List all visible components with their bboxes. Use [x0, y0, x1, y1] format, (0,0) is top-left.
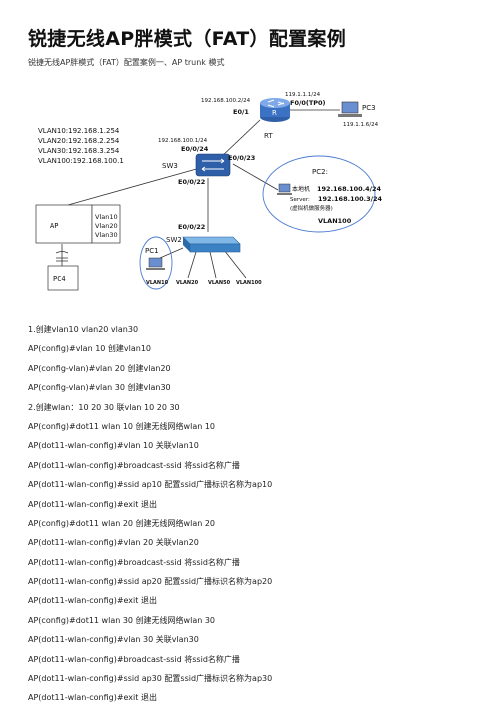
config-line: 1.创建vlan10 vlan20 vlan30	[28, 325, 139, 334]
config-line: AP(config)#dot11 wlan 10 创建无线网络wlan 10	[28, 421, 216, 431]
pc2-label: PC2:	[312, 168, 328, 176]
config-line: AP(dot11-wlan-config)#broadcast-ssid 将ss…	[28, 460, 240, 470]
link-sw3-router	[219, 119, 261, 159]
sw2-port-label: VLAN50	[208, 280, 231, 286]
network-topology-diagram: R RT 192.168.100.2/24 E0/1 119.1.1.1/24 …	[35, 92, 383, 291]
link-sw2-vlan50	[209, 251, 217, 279]
pc2-highlight-circle	[262, 155, 376, 233]
vlan-address-line: VLAN10:192.168.1.254	[38, 127, 120, 135]
document-subtitle: 锐捷无线AP胖模式（FAT）配置案例一、AP trunk 模式	[28, 58, 225, 67]
document-title: 锐捷无线AP胖模式（FAT）配置案例	[28, 28, 347, 50]
ap-vlan-box	[91, 204, 121, 244]
config-line: AP(dot11-wlan-config)#broadcast-ssid 将ss…	[28, 557, 240, 567]
pc4-device-box[interactable]	[47, 265, 79, 291]
router-lan-ip: 192.168.100.2/24	[201, 98, 251, 104]
link-sw2-pc1	[159, 247, 184, 259]
router-label: R	[272, 109, 277, 117]
config-line: AP(config)#dot11 wlan 30 创建无线网络wlan 30	[28, 615, 216, 625]
router-name: RT	[264, 132, 273, 140]
pc2-server-note: (虚拟机做服务器)	[290, 204, 333, 212]
config-line: AP(dot11-wlan-config)#ssid ap30 配置ssid广播…	[28, 674, 273, 684]
vlan-address-line: VLAN30:192.168.3.254	[38, 147, 120, 155]
sw2-port-label: VLAN10	[146, 280, 169, 286]
router-wan-ip: 119.1.1.1/24	[285, 92, 321, 98]
config-steps: 1.创建vlan10 vlan20 vlan30 AP(config)#vlan…	[28, 320, 488, 708]
sw3-uplink-ip: 192.168.100.1/24	[158, 138, 208, 144]
config-line: AP(dot11-wlan-config)#ssid ap10 配置ssid广播…	[28, 480, 273, 490]
config-line: AP(dot11-wlan-config)#ssid ap20 配置ssid广播…	[28, 577, 273, 587]
sw3-e022-port: E0/0/22	[178, 178, 205, 186]
pc2-local-label: 本地机	[292, 185, 310, 193]
sw2-port-label: VLAN20	[176, 280, 199, 286]
link-sw3-pc2	[232, 163, 279, 191]
pc1-computer-icon[interactable]	[146, 257, 165, 270]
config-line: AP(config)#dot11 wlan 20 创建无线网络wlan 20	[28, 518, 216, 528]
config-line: AP(dot11-wlan-config)#vlan 30 关联vlan30	[28, 635, 199, 645]
pc4-label: PC4	[53, 275, 66, 283]
sw3-label: SW3	[162, 162, 178, 170]
config-line: AP(config-vlan)#vlan 30 创建vlan30	[28, 383, 171, 393]
pc3-computer-icon[interactable]	[338, 101, 362, 117]
pc2-computer-icon[interactable]	[277, 183, 292, 195]
vlan-address-line: VLAN100:192.168.100.1	[38, 157, 124, 165]
sw3-switch-icon[interactable]	[195, 153, 231, 177]
vlan-address-list: VLAN10:192.168.1.254 VLAN20:192.168.2.25…	[38, 127, 124, 165]
wireless-signal-icon	[55, 251, 69, 262]
router-icon[interactable]	[260, 98, 290, 122]
pc1-label: PC1	[145, 247, 159, 255]
config-line: AP(dot11-wlan-config)#vlan 10 关联vlan10	[28, 441, 199, 451]
router-e01-port: E0/1	[233, 108, 249, 116]
config-line: AP(dot11-wlan-config)#vlan 20 关联vlan20	[28, 538, 199, 548]
sw2-switch-icon[interactable]	[182, 236, 241, 253]
config-line: AP(dot11-wlan-config)#exit 退出	[28, 499, 157, 509]
link-sw3-ap	[67, 167, 201, 206]
config-line: AP(config-vlan)#vlan 20 创建vlan20	[28, 363, 171, 373]
vlan-address-line: VLAN20:192.168.2.254	[38, 137, 120, 145]
config-line: AP(dot11-wlan-config)#exit 退出	[28, 693, 157, 703]
ap-vlan-item: Vlan10	[95, 213, 118, 221]
config-line: AP(dot11-wlan-config)#exit 退出	[28, 596, 157, 606]
config-line: AP(config)#vlan 10 创建vlan10	[28, 344, 152, 354]
sw2-label: SW2	[166, 236, 182, 244]
config-line: 2.创建wlan：10 20 30 联vlan 10 20 30	[28, 402, 180, 412]
pc2-server-label: Server:	[290, 197, 310, 203]
pc2-vlan-label: VLAN100	[318, 217, 352, 225]
ap-label: AP	[50, 222, 58, 230]
sw2-port-label: VLAN100	[236, 280, 262, 286]
pc2-server-ip: 192.168.100.3/24	[318, 195, 383, 203]
pc2-local-ip: 192.168.100.4/24	[317, 185, 382, 193]
pc3-ip: 119.1.1.6/24	[343, 122, 379, 128]
sw2-e022-port: E0/0/22	[178, 223, 205, 231]
link-sw2-vlan20	[187, 251, 197, 279]
ap-vlan-item: Vlan30	[95, 231, 118, 239]
config-line: AP(dot11-wlan-config)#broadcast-ssid 将ss…	[28, 654, 240, 664]
ap-vlan-item: Vlan20	[95, 222, 118, 230]
link-sw2-vlan100	[223, 249, 247, 279]
ap-device-box[interactable]	[35, 204, 93, 244]
sw3-e023-port: E0/0/23	[228, 154, 255, 162]
pc3-label: PC3	[362, 104, 376, 112]
sw3-e024-port: E0/0/24	[181, 145, 209, 153]
router-f00-port: F0/0(TP0)	[290, 99, 326, 107]
pc1-highlight-circle	[139, 236, 173, 290]
